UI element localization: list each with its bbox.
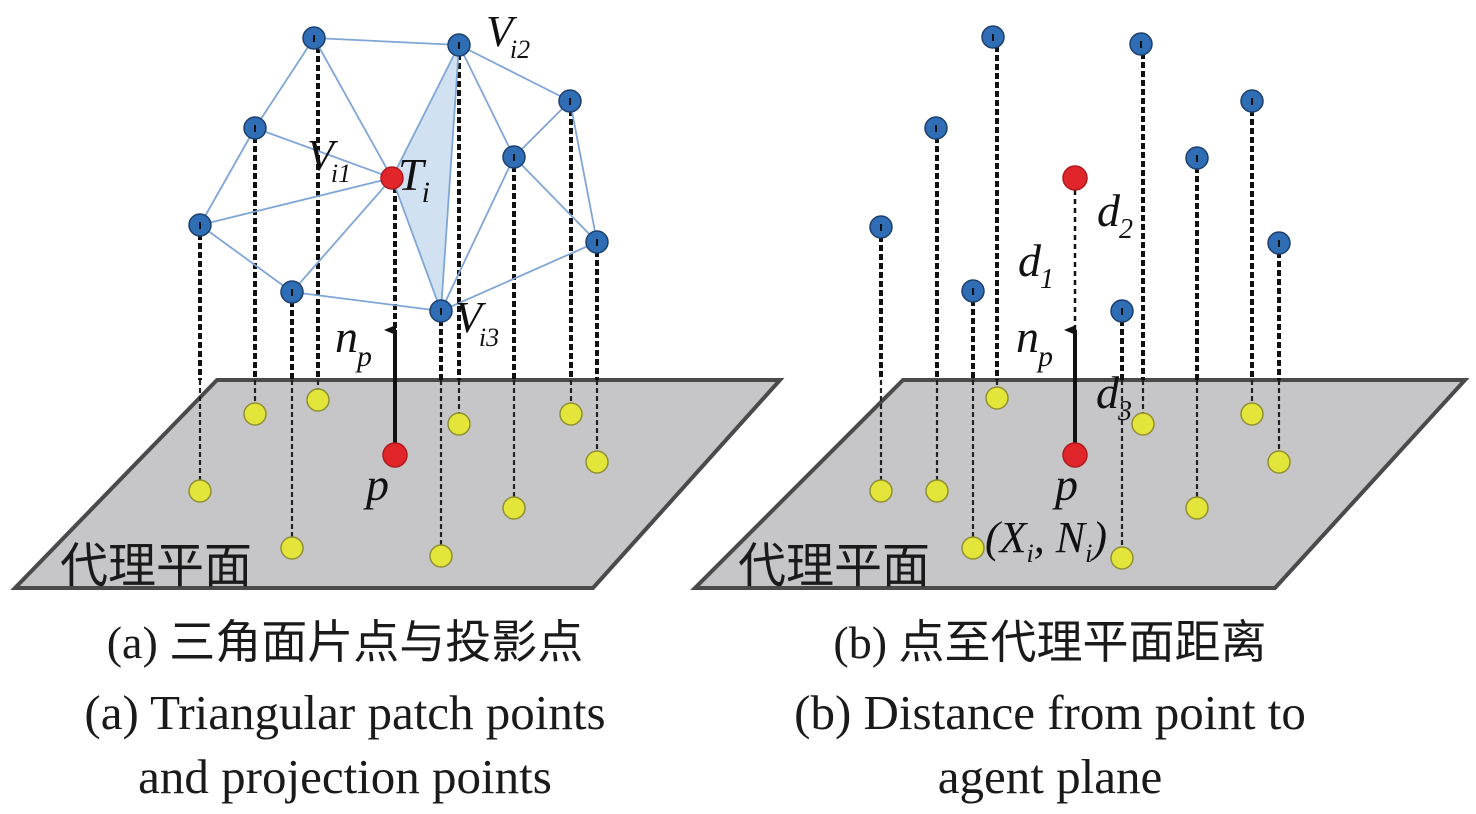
label-t-sub: i (422, 176, 430, 209)
panel-a: Vi1 Vi2 Vi3 Ti np p 代理平面 (10, 7, 785, 594)
label-p-b: p (1052, 459, 1078, 510)
agent-plane-a (10, 378, 785, 590)
query-point-red (1062, 165, 1088, 191)
projection-point (1240, 402, 1264, 426)
mesh-edge (291, 177, 393, 293)
mesh-edge (254, 37, 315, 129)
projection-point (1131, 412, 1155, 436)
mesh-edge (313, 37, 393, 179)
projection-points-b (869, 386, 1291, 570)
label-n-sub-a: p (355, 340, 372, 373)
svg-text:d1: d1 (1018, 235, 1054, 295)
label-xn-mid: , N (1034, 513, 1088, 562)
projection-points-a (188, 388, 609, 568)
projection-point (585, 450, 609, 474)
mesh-edge (291, 291, 442, 312)
svg-text:np: np (1016, 311, 1053, 373)
projection-point (869, 479, 893, 503)
projection-point (1110, 546, 1134, 570)
caption-b-cn: (b) 点至代理平面距离 (833, 617, 1267, 668)
svg-text:Vi2: Vi2 (486, 7, 530, 64)
caption-a-en-line1: (a) Triangular patch points (84, 685, 606, 740)
label-xn-open: (X (985, 513, 1029, 562)
sample-points (869, 25, 1291, 323)
mesh-edge (199, 224, 293, 293)
mesh-edge (199, 177, 393, 226)
projection-point (306, 388, 330, 412)
projection-point (188, 479, 212, 503)
svg-text:d3: d3 (1096, 367, 1132, 427)
panel-b: d2 d1 d3 np p (Xi, Ni) 代理平面 (690, 25, 1470, 594)
label-n-a: n (335, 311, 358, 362)
svg-text:Vi1: Vi1 (307, 131, 351, 188)
mesh-edge (391, 44, 460, 179)
mesh-edge (254, 127, 393, 179)
projection-point (447, 412, 471, 436)
projection-lines-a (198, 38, 599, 556)
label-v1-sub: i1 (331, 159, 351, 188)
triangle-mesh (199, 37, 598, 312)
highlighted-triangle (392, 45, 459, 311)
mesh-edge (440, 44, 460, 312)
projection-point (243, 402, 267, 426)
projection-point (280, 536, 304, 560)
projection-point (429, 544, 453, 568)
patch-vertices (188, 26, 609, 323)
label-d1-sub: 1 (1040, 264, 1054, 295)
label-xn: (Xi, Ni) (985, 513, 1107, 568)
projection-lines-b (879, 37, 1281, 558)
label-v3-sub: i3 (479, 323, 499, 352)
svg-text:Vi3: Vi3 (455, 293, 499, 352)
mesh-edge (199, 127, 256, 226)
label-v3-a: V (455, 293, 487, 342)
mesh-edge (458, 44, 571, 102)
centroid-t-point (380, 166, 404, 190)
label-xn-sub2: i (1085, 539, 1092, 568)
label-d2: d (1097, 185, 1121, 236)
label-d3: d (1096, 367, 1120, 418)
mesh-edge (313, 37, 460, 46)
caption-b-en-line1: (b) Distance from point to (794, 685, 1306, 740)
mesh-edge (513, 100, 571, 158)
label-xn-sub1: i (1027, 539, 1034, 568)
svg-text:np: np (335, 311, 372, 373)
mesh-edge (391, 177, 442, 312)
projection-point (961, 536, 985, 560)
projection-point (502, 496, 526, 520)
label-d1: d (1018, 235, 1042, 286)
mesh-edge (440, 156, 515, 312)
label-n-sub-b: p (1036, 340, 1053, 373)
label-p-a: p (363, 459, 389, 510)
mesh-edge (458, 44, 515, 158)
label-v2-a: V (486, 7, 518, 56)
label-v1-a: V (307, 131, 339, 180)
mesh-edge (513, 156, 598, 243)
projection-point (1267, 450, 1291, 474)
svg-text:Ti: Ti (398, 149, 430, 209)
point-p-b (1062, 442, 1088, 468)
mesh-edge (569, 100, 598, 243)
label-xn-close: ) (1089, 513, 1107, 562)
plane-label-b: 代理平面 (738, 538, 930, 594)
mesh-edge (440, 241, 598, 312)
projection-point (925, 479, 949, 503)
label-n-b: n (1016, 311, 1039, 362)
caption-b-en-line2: agent plane (937, 749, 1163, 804)
caption-a-en-line2: and projection points (138, 749, 552, 804)
label-d2-sub: 2 (1119, 214, 1133, 245)
svg-text:d2: d2 (1097, 185, 1133, 245)
caption-a-cn: (a) 三角面片点与投影点 (106, 617, 584, 668)
label-v2-sub: i2 (510, 35, 530, 64)
plane-label-a: 代理平面 (60, 538, 252, 594)
projection-point (985, 386, 1009, 410)
label-t-a: T (398, 149, 427, 200)
projection-point (559, 402, 583, 426)
point-p-a (382, 442, 408, 468)
label-d3-sub: 3 (1117, 396, 1132, 427)
projection-point (1185, 496, 1209, 520)
